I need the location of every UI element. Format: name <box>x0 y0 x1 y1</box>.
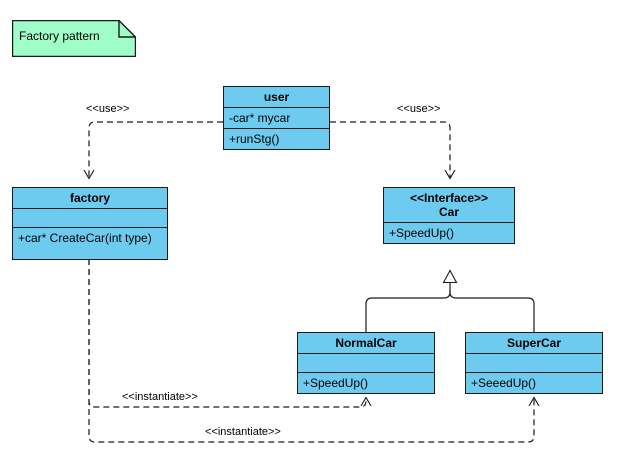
note-shape <box>12 20 136 57</box>
edge-label-instantiate-supercar: <<instantiate>> <box>205 426 281 438</box>
edge-use-left <box>83 121 223 180</box>
note-factory-pattern: Factory pattern <box>12 20 136 57</box>
class-box-factory[interactable]: factory +car* CreateCar(int type) <box>12 187 168 260</box>
class-operation-supercar-seeedup: +SeeedUp() <box>466 373 602 393</box>
class-stereotype-car: <<Interface>> <box>409 191 489 205</box>
class-box-car[interactable]: <<Interface>> Car +SpeedUp() <box>383 187 515 244</box>
class-title-car: <<Interface>> Car <box>384 188 514 223</box>
edge-label-use-left: <<use>> <box>86 103 130 115</box>
class-operation-car-speedup: +SpeedUp() <box>384 223 514 243</box>
class-title-factory: factory <box>13 188 167 209</box>
class-box-user[interactable]: user -car* mycar +runStg() <box>223 86 330 150</box>
edge-instantiate-supercar <box>88 259 540 443</box>
edge-use-right <box>330 121 456 180</box>
class-operation-normalcar-speedup: +SpeedUp() <box>298 373 434 393</box>
note-fold-icon <box>118 20 136 38</box>
edge-label-use-right: <<use>> <box>397 103 441 115</box>
class-title-user: user <box>224 87 329 108</box>
class-attributes-normalcar-empty <box>298 354 434 373</box>
edge-generalization-normalcar <box>365 290 451 332</box>
class-title-supercar: SuperCar <box>466 333 602 354</box>
class-box-supercar[interactable]: SuperCar +SeeedUp() <box>465 332 603 394</box>
edge-generalization-supercar <box>449 290 535 332</box>
class-operation-user-runstg: +runStg() <box>224 129 329 149</box>
class-operation-factory-createcar: +car* CreateCar(int type) <box>13 228 167 259</box>
note-label: Factory pattern <box>19 29 100 43</box>
class-attributes-supercar-empty <box>466 354 602 373</box>
class-name-car: Car <box>438 205 459 219</box>
class-title-normalcar: NormalCar <box>298 333 434 354</box>
class-attributes-factory-empty <box>13 209 167 228</box>
edge-label-instantiate-normalcar: <<instantiate>> <box>122 391 198 403</box>
class-attribute-user-mycar: -car* mycar <box>224 108 329 129</box>
class-box-normalcar[interactable]: NormalCar +SpeedUp() <box>297 332 435 394</box>
